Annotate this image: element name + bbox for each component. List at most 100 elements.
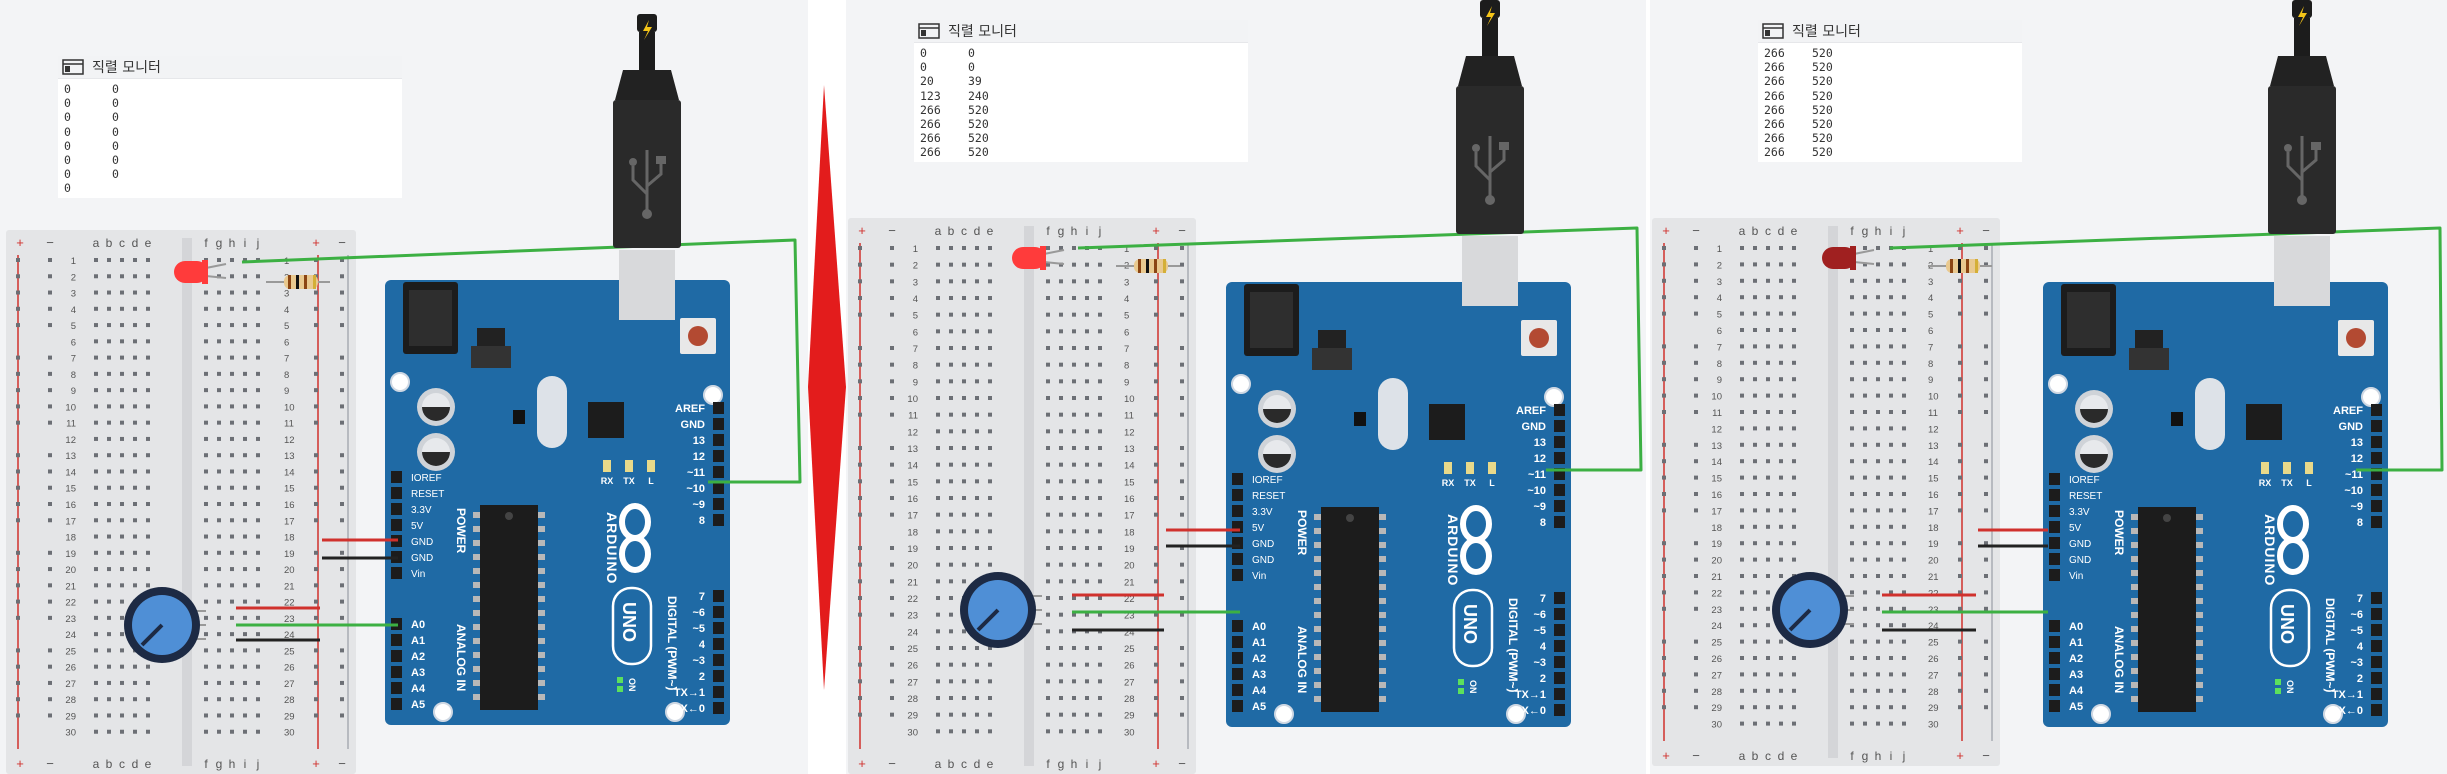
breadboard-hole bbox=[1902, 721, 1906, 726]
breadboard-hole bbox=[1792, 278, 1796, 283]
rail-minus-label: − bbox=[338, 756, 346, 771]
breadboard-hole bbox=[1850, 393, 1854, 398]
row-label: 9 bbox=[284, 386, 289, 397]
column-label: b bbox=[106, 236, 113, 250]
breadboard-hole bbox=[1740, 377, 1744, 382]
header-pin bbox=[713, 670, 724, 682]
rail-hole bbox=[48, 680, 52, 685]
rail-hole bbox=[48, 518, 52, 523]
row-label: 14 bbox=[907, 461, 918, 472]
serial-value-mapped: 0 bbox=[112, 153, 119, 168]
breadboard-hole bbox=[1766, 311, 1770, 316]
rail-hole bbox=[1984, 278, 1988, 283]
digital-pin-label: AREF bbox=[1516, 405, 1546, 417]
row-label: 12 bbox=[65, 435, 76, 446]
rail-hole bbox=[1180, 679, 1184, 684]
breadboard-hole bbox=[1046, 329, 1050, 334]
breadboard-hole bbox=[1902, 606, 1906, 611]
breadboard-hole bbox=[1850, 475, 1854, 480]
chip-pin bbox=[1379, 556, 1386, 562]
breadboard-hole bbox=[133, 729, 137, 734]
breadboard-hole bbox=[217, 713, 221, 718]
rail-hole bbox=[16, 697, 20, 702]
breadboard-hole bbox=[204, 388, 208, 393]
uno-badge bbox=[2269, 588, 2311, 668]
breadboard-hole bbox=[1766, 360, 1770, 365]
breadboard-hole bbox=[962, 296, 966, 300]
breadboard-hole bbox=[217, 258, 221, 262]
row-label: 5 bbox=[1124, 311, 1129, 322]
dc-jack-inner bbox=[2067, 292, 2110, 348]
rail-hole bbox=[1958, 246, 1962, 250]
row-label: 8 bbox=[1124, 361, 1129, 372]
usb-symbol bbox=[2286, 152, 2304, 182]
digital-pin-label: AREF bbox=[675, 403, 705, 415]
power-pin-label: 3.3V bbox=[1252, 507, 1273, 518]
digital-pin-label: GND bbox=[1522, 421, 1547, 433]
serial-monitor-header: 직렬 모니터 bbox=[914, 20, 1248, 43]
row-label: 15 bbox=[1928, 474, 1939, 485]
breadboard-hole bbox=[1059, 412, 1063, 417]
resistor-band bbox=[1975, 259, 1978, 273]
breadboard-hole bbox=[1902, 459, 1906, 464]
row-label: 5 bbox=[913, 311, 918, 322]
rail-hole bbox=[48, 404, 52, 409]
breadboard-hole bbox=[146, 485, 150, 490]
breadboard-hole bbox=[1098, 512, 1102, 517]
rail-hole bbox=[48, 355, 52, 360]
breadboard-hole bbox=[1792, 656, 1796, 660]
breadboard-hole bbox=[1059, 696, 1063, 700]
breadboard-hole bbox=[1889, 377, 1893, 382]
breadboard-hole bbox=[949, 629, 953, 634]
digital-pin-label: 2 bbox=[699, 671, 705, 683]
breadboard-hole bbox=[949, 712, 953, 717]
breadboard-hole bbox=[1766, 688, 1770, 693]
column-label: d bbox=[132, 757, 139, 771]
breadboard-hole bbox=[107, 502, 111, 506]
breadboard-hole bbox=[1085, 296, 1089, 300]
breadboard-hole bbox=[1850, 295, 1854, 300]
breadboard-hole bbox=[936, 246, 940, 250]
wire-gnd bbox=[1882, 544, 2048, 632]
breadboard-hole bbox=[1850, 541, 1854, 546]
breadboard-hole bbox=[230, 371, 234, 376]
breadboard-hole bbox=[936, 529, 940, 534]
breadboard-hole bbox=[1072, 379, 1076, 384]
breadboard-hole bbox=[217, 290, 221, 295]
breadboard-hole bbox=[146, 550, 150, 555]
breadboard-hole bbox=[1889, 705, 1893, 710]
header-pin bbox=[713, 482, 724, 494]
breadboard-hole bbox=[1046, 612, 1050, 617]
rail-hole bbox=[340, 697, 344, 702]
rail-hole bbox=[48, 323, 52, 328]
row-label: 26 bbox=[284, 663, 295, 674]
rail-hole bbox=[16, 404, 20, 409]
row-label: 3 bbox=[1717, 277, 1722, 288]
breadboard-hole bbox=[962, 346, 966, 350]
resistor-band bbox=[296, 275, 299, 289]
row-label: 11 bbox=[66, 419, 76, 430]
breadboard-hole bbox=[217, 680, 221, 685]
breadboard-hole bbox=[217, 534, 221, 539]
rail-hole bbox=[48, 290, 52, 295]
breadboard-hole bbox=[133, 290, 137, 295]
row-label: 23 bbox=[1711, 605, 1722, 616]
breadboard-hole bbox=[949, 429, 953, 434]
analog-pin-label: A2 bbox=[411, 651, 425, 663]
resistor-band bbox=[304, 275, 307, 289]
row-label: 29 bbox=[1711, 703, 1722, 714]
breadboard-hole bbox=[1779, 360, 1783, 365]
breadboard-hole bbox=[988, 662, 992, 667]
power-header-label: POWER bbox=[1295, 510, 1309, 556]
breadboard-hole bbox=[1046, 496, 1050, 500]
breadboard-hole bbox=[962, 479, 966, 484]
breadboard-hole bbox=[1876, 656, 1880, 660]
rail-hole bbox=[1180, 579, 1184, 584]
breadboard-hole bbox=[962, 696, 966, 700]
rail-hole bbox=[1694, 606, 1698, 611]
rail-hole bbox=[16, 290, 20, 295]
breadboard-hole bbox=[1046, 529, 1050, 534]
